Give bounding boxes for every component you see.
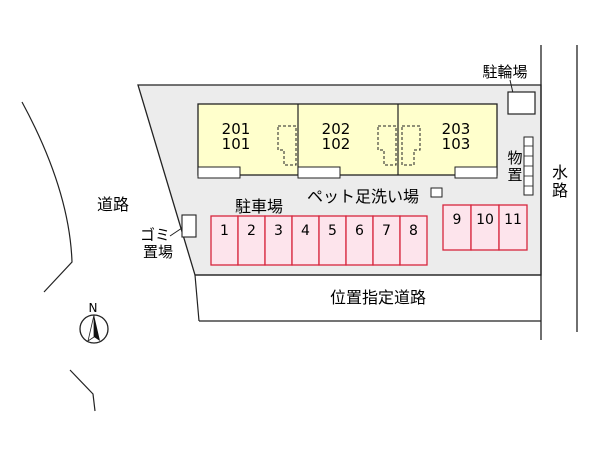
storage-label-1: 物 bbox=[507, 149, 522, 167]
parking-space-2 bbox=[237, 215, 266, 266]
parking-space-label-6: 6 bbox=[355, 223, 364, 239]
parking-space-label-4: 4 bbox=[301, 223, 310, 239]
parking-space-4 bbox=[291, 215, 320, 266]
bicycle-parking-label: 駐輪場 bbox=[482, 63, 527, 81]
parking-label: 駐車場 bbox=[235, 197, 283, 216]
bicycle-parking: 駐輪場 bbox=[482, 63, 536, 115]
garbage-area: ゴミ 置場 bbox=[140, 214, 197, 261]
parking-space-3 bbox=[264, 215, 293, 266]
apartment-building: 201 101 202 102 203 103 bbox=[197, 103, 498, 179]
designated-road-label: 位置指定道路 bbox=[330, 288, 426, 307]
parking-space-10 bbox=[470, 204, 500, 251]
pet-wash-station bbox=[430, 187, 443, 198]
north-arrow: N bbox=[79, 301, 109, 344]
parking-spaces: 1 2 3 4 5 6 7 8 9 10 11 bbox=[210, 204, 528, 266]
unit-203: 203 bbox=[442, 120, 471, 138]
parking-space-9 bbox=[442, 204, 472, 251]
north-label: N bbox=[89, 301, 98, 315]
storage: 物 置 bbox=[507, 136, 534, 196]
garbage-label-1: ゴミ bbox=[140, 226, 170, 244]
parking-space-6 bbox=[345, 215, 374, 266]
unit-201: 201 bbox=[222, 120, 251, 138]
parking-space-11 bbox=[498, 204, 528, 251]
parking-space-label-10: 10 bbox=[476, 212, 494, 228]
parking-space-1 bbox=[210, 215, 239, 266]
waterway-label-2: 路 bbox=[552, 181, 568, 200]
parking-space-label-11: 11 bbox=[504, 212, 522, 228]
parking-space-label-8: 8 bbox=[409, 223, 418, 239]
garbage-label-2: 置場 bbox=[143, 243, 173, 261]
unit-102: 102 bbox=[322, 135, 351, 153]
designated-road: 位置指定道路 bbox=[195, 274, 541, 322]
parking-space-label-1: 1 bbox=[220, 223, 229, 239]
parking-space-label-2: 2 bbox=[247, 223, 256, 239]
pet-wash-label: ペット足洗い場 bbox=[307, 187, 419, 206]
left-road-edge-lower bbox=[69, 369, 96, 412]
unit-101: 101 bbox=[222, 135, 251, 153]
storage-label-2: 置 bbox=[507, 166, 522, 184]
parking-space-label-3: 3 bbox=[274, 223, 283, 239]
left-road-edge bbox=[21, 101, 73, 293]
parking-space-label-5: 5 bbox=[328, 223, 337, 239]
parking-space-8 bbox=[399, 215, 428, 266]
parking-space-label-7: 7 bbox=[382, 223, 391, 239]
waterway-label-1: 水 bbox=[552, 163, 568, 182]
unit-202: 202 bbox=[322, 120, 351, 138]
parking-space-label-9: 9 bbox=[453, 212, 462, 228]
road-label: 道路 bbox=[97, 195, 129, 214]
unit-103: 103 bbox=[442, 135, 471, 153]
